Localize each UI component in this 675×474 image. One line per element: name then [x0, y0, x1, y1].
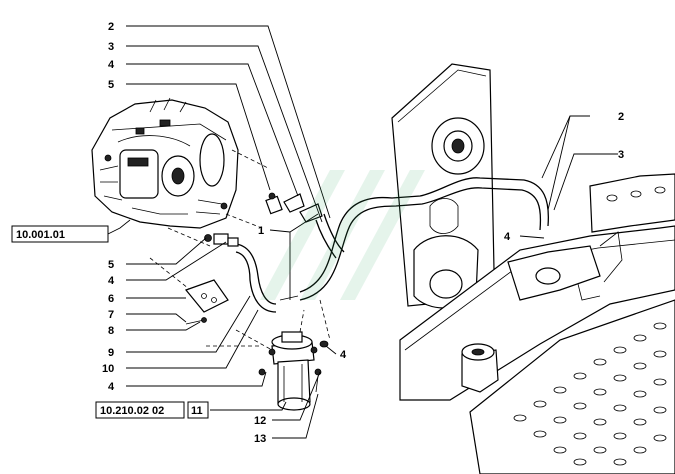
callout-4-top: 4 — [108, 59, 115, 71]
callouts: 2 3 4 5 2 3 4 1 5 4 6 7 8 9 10 4 4 12 13 — [102, 21, 624, 445]
mounting-bracket — [184, 279, 229, 325]
floor-plate-perforations — [513, 322, 667, 466]
callout-8: 8 — [108, 325, 114, 337]
filter-item-number: 11 — [191, 405, 203, 417]
callout-3-right: 3 — [618, 149, 624, 161]
callout-13: 13 — [254, 433, 266, 445]
fittings-lower — [204, 233, 239, 247]
watermark-stripes — [260, 170, 425, 300]
fuel-filter — [268, 331, 329, 411]
callout-12: 12 — [254, 415, 266, 427]
tractor-frame — [391, 63, 675, 474]
fittings-upper — [265, 192, 323, 223]
callout-4-left: 4 — [108, 275, 115, 287]
callout-1: 1 — [258, 225, 264, 237]
callout-6: 6 — [108, 293, 114, 305]
callout-2-top: 2 — [108, 21, 114, 33]
fuel-hose-return — [235, 243, 299, 313]
callout-9: 9 — [108, 347, 114, 359]
reference-box-engine: 10.001.01 — [11, 225, 109, 243]
callout-4-bottom: 4 — [108, 381, 115, 393]
callout-4-mid: 4 — [340, 349, 347, 361]
callout-10: 10 — [102, 363, 114, 375]
callout-5-top: 5 — [108, 79, 114, 91]
engine-reference-label: 10.001.01 — [16, 229, 65, 241]
leader-lines — [107, 25, 618, 439]
callout-3-top: 3 — [108, 41, 114, 53]
callout-2-right: 2 — [618, 111, 624, 123]
filter-reference-label: 10.210.02 02 — [100, 405, 164, 417]
reference-box-filter: 10.210.02 02 11 — [95, 401, 209, 419]
fuel-hose-main — [299, 177, 550, 301]
callout-4-right: 4 — [504, 231, 511, 243]
callout-5-left: 5 — [108, 259, 114, 271]
engine-assembly — [91, 97, 239, 229]
callout-7: 7 — [108, 309, 114, 321]
